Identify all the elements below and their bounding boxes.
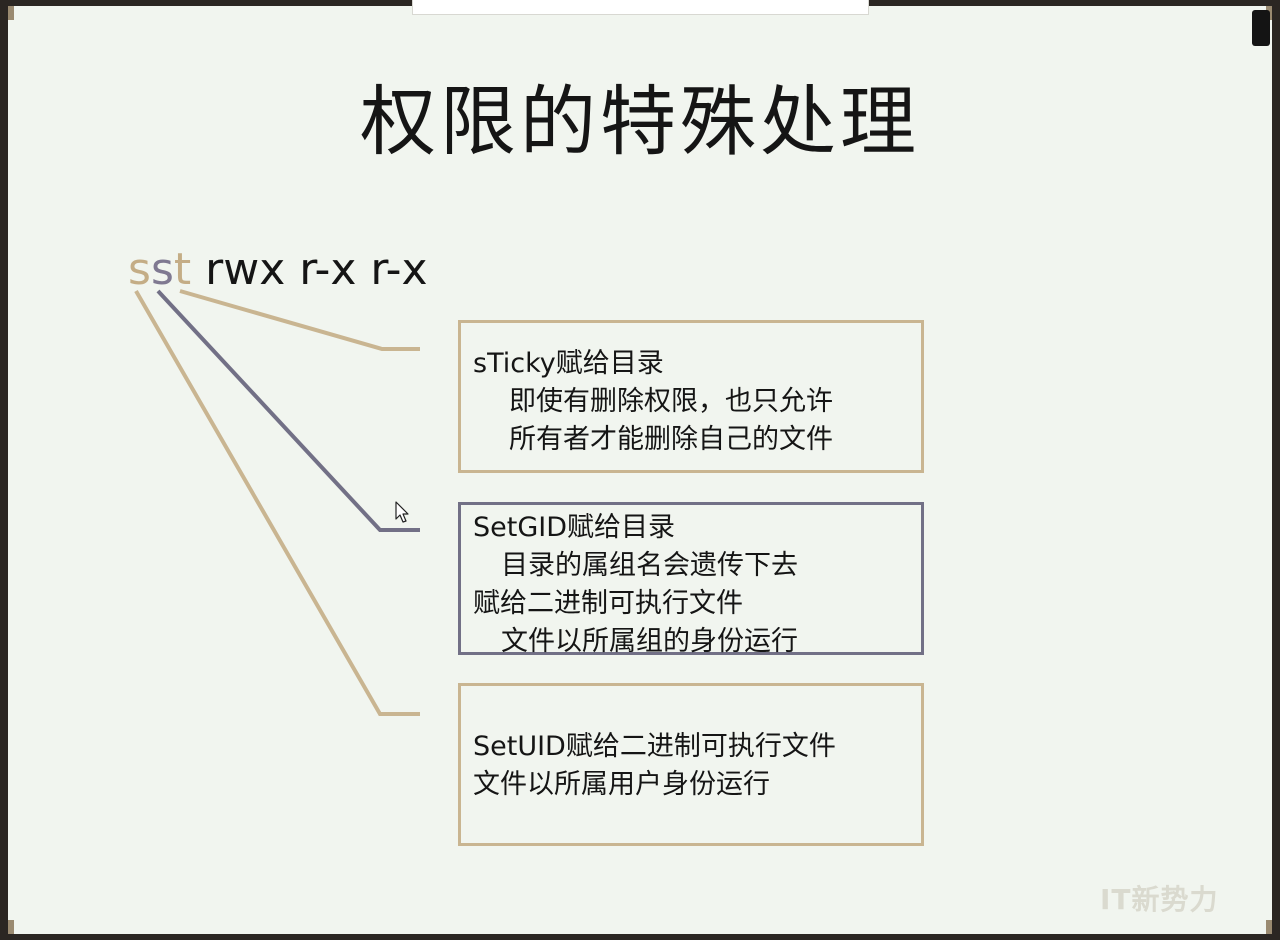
permission-rwx: rwx r-x r-x [191, 244, 428, 295]
slide-corner-marker [8, 920, 14, 934]
sticky-heading: sTicky赋给目录 [473, 348, 664, 379]
setgid-char: s [150, 244, 174, 295]
slide-title: 权限的特殊处理 [360, 77, 920, 166]
setuid-char: s [128, 244, 151, 295]
watermark-logo: IT新势力 [1100, 883, 1219, 916]
slide-corner-marker [1266, 920, 1272, 934]
setgid-heading: SetGID赋给目录 [473, 512, 676, 543]
permission-string: sst rwx r-x r-x [128, 240, 428, 300]
setgid-line: 赋给二进制可执行文件 [473, 588, 743, 619]
sticky-bit-box: sTicky赋给目录 即使有删除权限，也只允许 所有者才能删除自己的文件 [458, 320, 924, 473]
setuid-box: SetUID赋给二进制可执行文件 文件以所属用户身份运行 [458, 683, 924, 846]
setuid-heading: SetUID赋给二进制可执行文件 [473, 731, 836, 762]
connector-sticky [179, 289, 420, 351]
sticky-char: t [173, 244, 192, 295]
mouse-pointer-icon [395, 501, 409, 523]
setgid-box: SetGID赋给目录 目录的属组名会遗传下去 赋给二进制可执行文件 文件以所属组… [458, 502, 924, 657]
slide-corner-marker [8, 6, 14, 20]
setgid-line: 文件以所属组的身份运行 [501, 626, 798, 657]
top-toolbar-tab[interactable] [412, 0, 869, 15]
connector-setgid [156, 289, 420, 532]
sticky-line: 即使有删除权限，也只允许 [509, 386, 833, 417]
setuid-line: 文件以所属用户身份运行 [473, 769, 770, 800]
connector-setuid [134, 290, 420, 716]
setgid-line: 目录的属组名会遗传下去 [501, 550, 798, 581]
scroll-handle[interactable] [1252, 10, 1270, 46]
sticky-line: 所有者才能删除自己的文件 [509, 424, 833, 455]
